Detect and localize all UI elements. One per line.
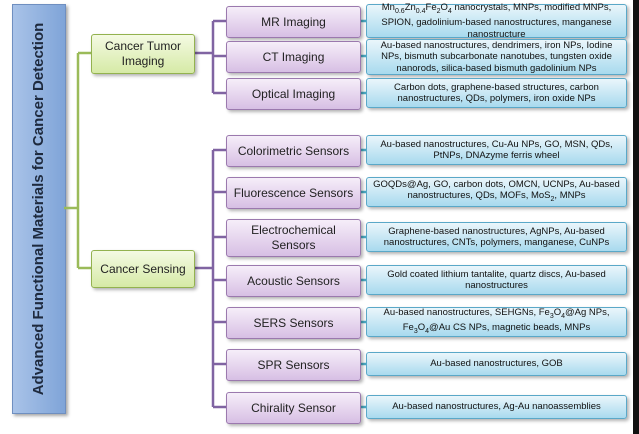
branch-cancer-sensing: Cancer Sensing <box>91 250 195 288</box>
materials-text: Au-based nanostructures, Ag-Au nanoassem… <box>392 401 601 413</box>
materials-text: Au-based nanostructures, SEHGNs, Fe3O4@A… <box>383 306 610 335</box>
materials-text: Au-based nanostructures, dendrimers, iro… <box>380 39 613 74</box>
technique-fluorescence-sensors: Fluorescence Sensors <box>226 177 361 209</box>
technique-chirality-sensor: Chirality Sensor <box>226 392 361 424</box>
materials-text: Au-based nanostructures, GOB <box>430 358 563 370</box>
materials-ct-imaging: Au-based nanostructures, dendrimers, iro… <box>366 39 627 75</box>
technique-label: Acoustic Sensors <box>247 273 340 288</box>
technique-spr-sensors: SPR Sensors <box>226 349 361 381</box>
technique-sers-sensors: SERS Sensors <box>226 307 361 339</box>
technique-label: Chirality Sensor <box>251 400 336 415</box>
branch-cancer-tumor-imaging: Cancer Tumor Imaging <box>91 34 195 74</box>
materials-chirality-sensor: Au-based nanostructures, Ag-Au nanoassem… <box>366 395 627 419</box>
technique-label: Colorimetric Sensors <box>237 143 350 158</box>
technique-label: Fluorescence Sensors <box>233 185 354 200</box>
right-edge-bar <box>633 0 639 434</box>
materials-spr-sensors: Au-based nanostructures, GOB <box>366 352 627 376</box>
materials-acoustic-sensors: Gold coated lithium tantalite, quartz di… <box>366 265 627 295</box>
materials-optical-imaging: Carbon dots, graphene-based structures, … <box>366 78 627 108</box>
branch-connectors <box>64 51 91 270</box>
materials-text: Graphene-based nanostructures, AgNPs, Au… <box>383 225 610 249</box>
technique-label: SPR Sensors <box>257 357 330 372</box>
technique-label: MR Imaging <box>261 14 326 29</box>
materials-text: Carbon dots, graphene-based structures, … <box>394 81 599 105</box>
materials-mr-imaging: Mn0.6Zn0.4Fe2O4 nanocrystals, MNPs, modi… <box>366 1 627 40</box>
materials-sers-sensors: Au-based nanostructures, SEHGNs, Fe3O4@A… <box>366 307 627 337</box>
root-node: Advanced Functional Materials for Cancer… <box>12 4 66 414</box>
technique-label: Electrochemical Sensors <box>251 223 336 252</box>
technique-acoustic-sensors: Acoustic Sensors <box>226 265 361 297</box>
technique-label: CT Imaging <box>262 49 325 64</box>
technique-electrochemical-sensors: Electrochemical Sensors <box>226 219 361 257</box>
technique-colorimetric-sensors: Colorimetric Sensors <box>226 135 361 167</box>
technique-mr-imaging: MR Imaging <box>226 6 361 38</box>
technique-optical-imaging: Optical Imaging <box>226 78 361 110</box>
materials-text: Au-based nanostructures, Cu-Au NPs, GO, … <box>380 138 613 162</box>
technique-label: Optical Imaging <box>251 86 336 101</box>
branch-label: Cancer Tumor Imaging <box>104 39 182 68</box>
materials-text: GOQDs@Ag, GO, carbon dots, OMCN, UCNPs, … <box>373 178 620 203</box>
materials-fluorescence-sensors: GOQDs@Ag, GO, carbon dots, OMCN, UCNPs, … <box>366 177 627 207</box>
materials-electrochemical-sensors: Graphene-based nanostructures, AgNPs, Au… <box>366 222 627 252</box>
sensing-connectors <box>193 148 226 409</box>
branch-label: Cancer Sensing <box>100 261 186 276</box>
materials-text: Gold coated lithium tantalite, quartz di… <box>387 268 606 292</box>
technique-label: SERS Sensors <box>253 315 334 330</box>
imaging-connectors <box>193 19 226 95</box>
materials-colorimetric-sensors: Au-based nanostructures, Cu-Au NPs, GO, … <box>366 135 627 165</box>
materials-text: Mn0.6Zn0.4Fe2O4 nanocrystals, MNPs, modi… <box>381 1 612 40</box>
technique-ct-imaging: CT Imaging <box>226 41 361 73</box>
